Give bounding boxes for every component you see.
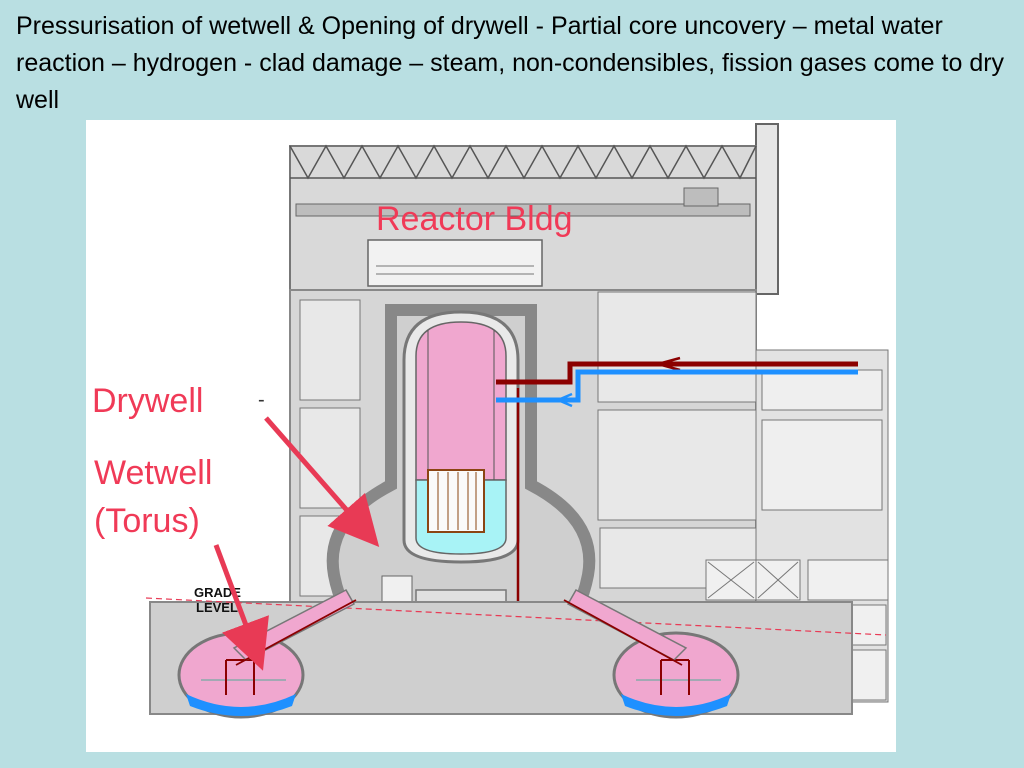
upper-building	[289, 144, 757, 297]
wetwell-arrow	[213, 544, 269, 671]
grade-label: GRADE	[194, 585, 241, 600]
level-label: LEVEL	[196, 600, 238, 615]
reactor-building-label: Reactor Bldg	[376, 200, 573, 238]
grade-level-line	[145, 597, 887, 636]
drywell-label-dash: -	[258, 389, 265, 411]
reactor-pressure-vessel	[402, 310, 520, 564]
torus-left	[177, 631, 305, 719]
reactor-building-diagram: Reactor Bldg Drywell - Wetwell (Torus) G…	[86, 120, 896, 752]
stack	[755, 123, 779, 295]
diagram-svg: Reactor Bldg Drywell - Wetwell (Torus) G…	[86, 120, 896, 752]
drywell-label: Drywell	[92, 382, 203, 420]
drywell-arrow	[264, 416, 380, 548]
wetwell-label: Wetwell	[94, 454, 212, 492]
feedwater-line	[496, 369, 858, 408]
torus-right	[612, 631, 740, 719]
slide-title: Pressurisation of wetwell & Opening of d…	[16, 12, 1005, 114]
torus-label: (Torus)	[94, 502, 200, 540]
